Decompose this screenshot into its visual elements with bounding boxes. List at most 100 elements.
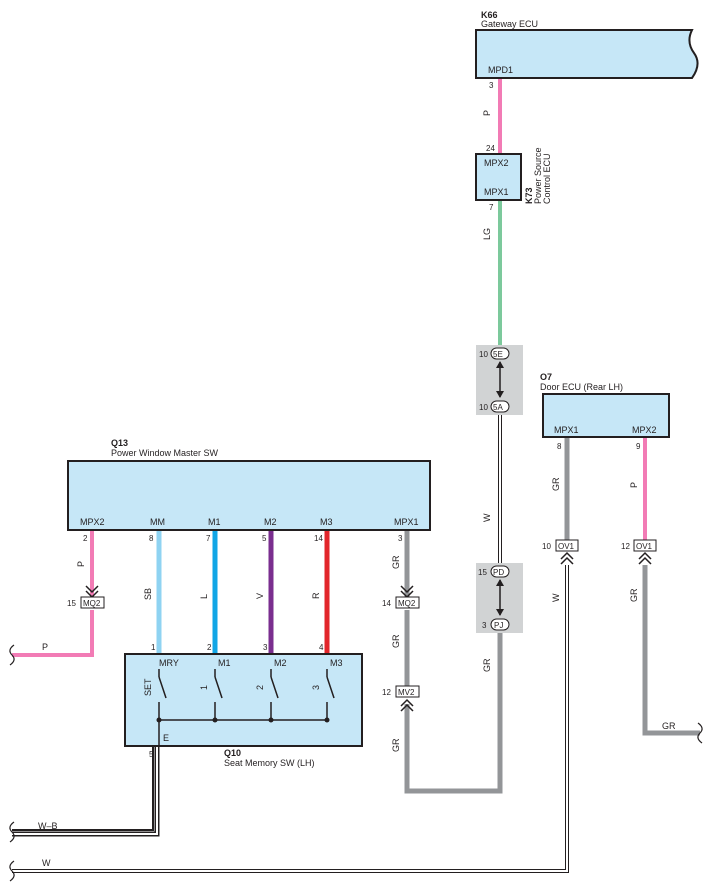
wire-wb-second-outer (12, 746, 154, 831)
q13-pin-m1: M1 (208, 517, 221, 527)
k73-code: K73 (524, 187, 534, 204)
q13-pin-num-5: 5 (262, 534, 267, 543)
connector-pd-pin: 15 (478, 568, 487, 577)
o7-code: O7 (540, 372, 552, 382)
q10-switch-label-set: SET (143, 678, 153, 696)
wire-p-mq2-left (12, 610, 94, 657)
wire-label-r: R (311, 592, 321, 599)
connector-mq2-right-pin: 14 (382, 599, 391, 608)
wire-label-p-q13: P (76, 561, 86, 567)
k73-box (475, 153, 522, 201)
q13-power-window-master-sw: Q13 Power Window Master SW MPX2 MM M1 M2… (67, 438, 431, 543)
splice-arrow-up (496, 361, 504, 368)
wire-wb-inner (12, 746, 158, 835)
connector-pd-label: PD (493, 568, 504, 577)
q10-switches (158, 669, 335, 746)
switch-1 (214, 676, 223, 699)
wire-label-gr-pj: GR (482, 658, 492, 672)
connector-pd (490, 565, 510, 578)
q13-pin-mpx1: MPX1 (394, 517, 419, 527)
wire-label-l: L (199, 594, 209, 599)
chevron-ov1-right (638, 551, 652, 565)
connector-5a (490, 400, 510, 413)
o7-pin-num-8: 8 (557, 442, 562, 451)
k73-power-source-control-ecu: 24 MPX2 MPX1 7 K73 Power Source Control … (475, 144, 552, 240)
q10-switch-label-3: 3 (311, 685, 321, 690)
q13-pin-num-3: 3 (398, 534, 403, 543)
break-mark-w (9, 860, 15, 882)
q10-name: Seat Memory SW (LH) (224, 758, 315, 768)
connector-pj (490, 618, 510, 631)
connector-mq2-left (80, 596, 105, 609)
q10-seat-memory-sw: 1 2 3 4 MRY M1 M2 M3 (124, 643, 363, 768)
wire-label-sb: SB (143, 588, 153, 600)
splice-5e-5a: 5E 10 5A 10 W (476, 345, 523, 522)
connector-5e (490, 347, 510, 360)
wire-label-p-o7: P (629, 482, 639, 488)
wires (12, 78, 700, 873)
wire-label-lg: LG (482, 228, 492, 240)
q13-pin-mm: MM (150, 517, 165, 527)
q13-box (67, 460, 431, 531)
splice-pd-arrow-up (496, 579, 504, 586)
connector-ov1-right-label: OV1 (636, 542, 653, 551)
chevron-mv2 (400, 698, 414, 712)
connector-mq2-left-pin: 15 (67, 599, 76, 608)
o7-pin-mpx2: MPX2 (632, 425, 657, 435)
connector-ov1-group: OV1 10 OV1 12 W GR GR (542, 539, 676, 731)
q10-pin-m3: M3 (330, 658, 343, 668)
splice-pd-arrow-down (496, 609, 504, 616)
k66-gateway-ecu: K66 Gateway ECU MPD1 3 P (475, 10, 699, 116)
k66-pin-num: 3 (489, 81, 494, 90)
connector-mv2-pin: 12 (382, 688, 391, 697)
k73-pin-num-7: 7 (489, 203, 494, 212)
q13-pin-mpx2: MPX2 (80, 517, 105, 527)
switch-set (158, 676, 167, 699)
k73-pin-mpx2: MPX2 (484, 158, 509, 168)
wire-label-wb: W–B (38, 821, 58, 831)
o7-name: Door ECU (Rear LH) (540, 382, 623, 392)
q13-pin-num-8: 8 (149, 534, 154, 543)
wire-gr-ov1-right (642, 565, 700, 736)
q10-junction-dots (156, 717, 330, 723)
q10-pin-m2: M2 (274, 658, 287, 668)
connector-mq2-left-label: MQ2 (83, 599, 101, 608)
wire-gr-pj-loop (404, 630, 503, 794)
connector-5e-label: 5E (493, 350, 503, 359)
connector-ov1-right (633, 539, 657, 552)
o7-pin-num-9: 9 (636, 442, 641, 451)
q13-pin-num-7: 7 (206, 534, 211, 543)
q13-pin-num-2: 2 (83, 534, 88, 543)
q13-wire-labels: P SB L V R GR GR GR P (42, 555, 401, 752)
q10-pin-num-3: 3 (263, 643, 268, 652)
q10-code: Q10 (224, 748, 241, 758)
wire-wb-outer (12, 746, 160, 837)
q10-pin-m1: M1 (218, 658, 231, 668)
connector-mv2 (395, 685, 420, 698)
wire-label-gr-right: GR (662, 721, 676, 731)
chevron-ov1-left (560, 551, 574, 565)
q13-pin-m2: M2 (264, 517, 277, 527)
wire-label-w-ov1: W (551, 593, 561, 602)
q10-pin-num-2: 2 (207, 643, 212, 652)
connector-pj-label: PJ (494, 621, 503, 630)
k73-pin-mpx1: MPX1 (484, 187, 509, 197)
connector-5a-pin: 10 (479, 403, 488, 412)
k73-name-line2: Control ECU (542, 153, 552, 204)
k66-pin-mpd1: MPD1 (488, 65, 513, 75)
connector-mq2-right (395, 596, 420, 609)
connector-ov1-right-pin: 12 (621, 542, 630, 551)
q13-pin-num-14: 14 (314, 534, 323, 543)
q13-pin-m3: M3 (320, 517, 333, 527)
connector-ov1-left (555, 539, 579, 552)
q10-pin-num-1: 1 (151, 643, 156, 652)
o7-pin-mpx1: MPX1 (554, 425, 579, 435)
o7-door-ecu: O7 Door ECU (Rear LH) MPX1 MPX2 8 9 GR P (540, 372, 670, 491)
q13-name: Power Window Master SW (111, 448, 219, 458)
switch-2 (270, 676, 279, 699)
q10-box (124, 653, 363, 747)
o7-box (542, 393, 670, 438)
q10-switch-label-1: 1 (199, 685, 209, 690)
wire-label-w-bottom: W (42, 858, 51, 868)
wire-label-p-left: P (42, 642, 48, 652)
